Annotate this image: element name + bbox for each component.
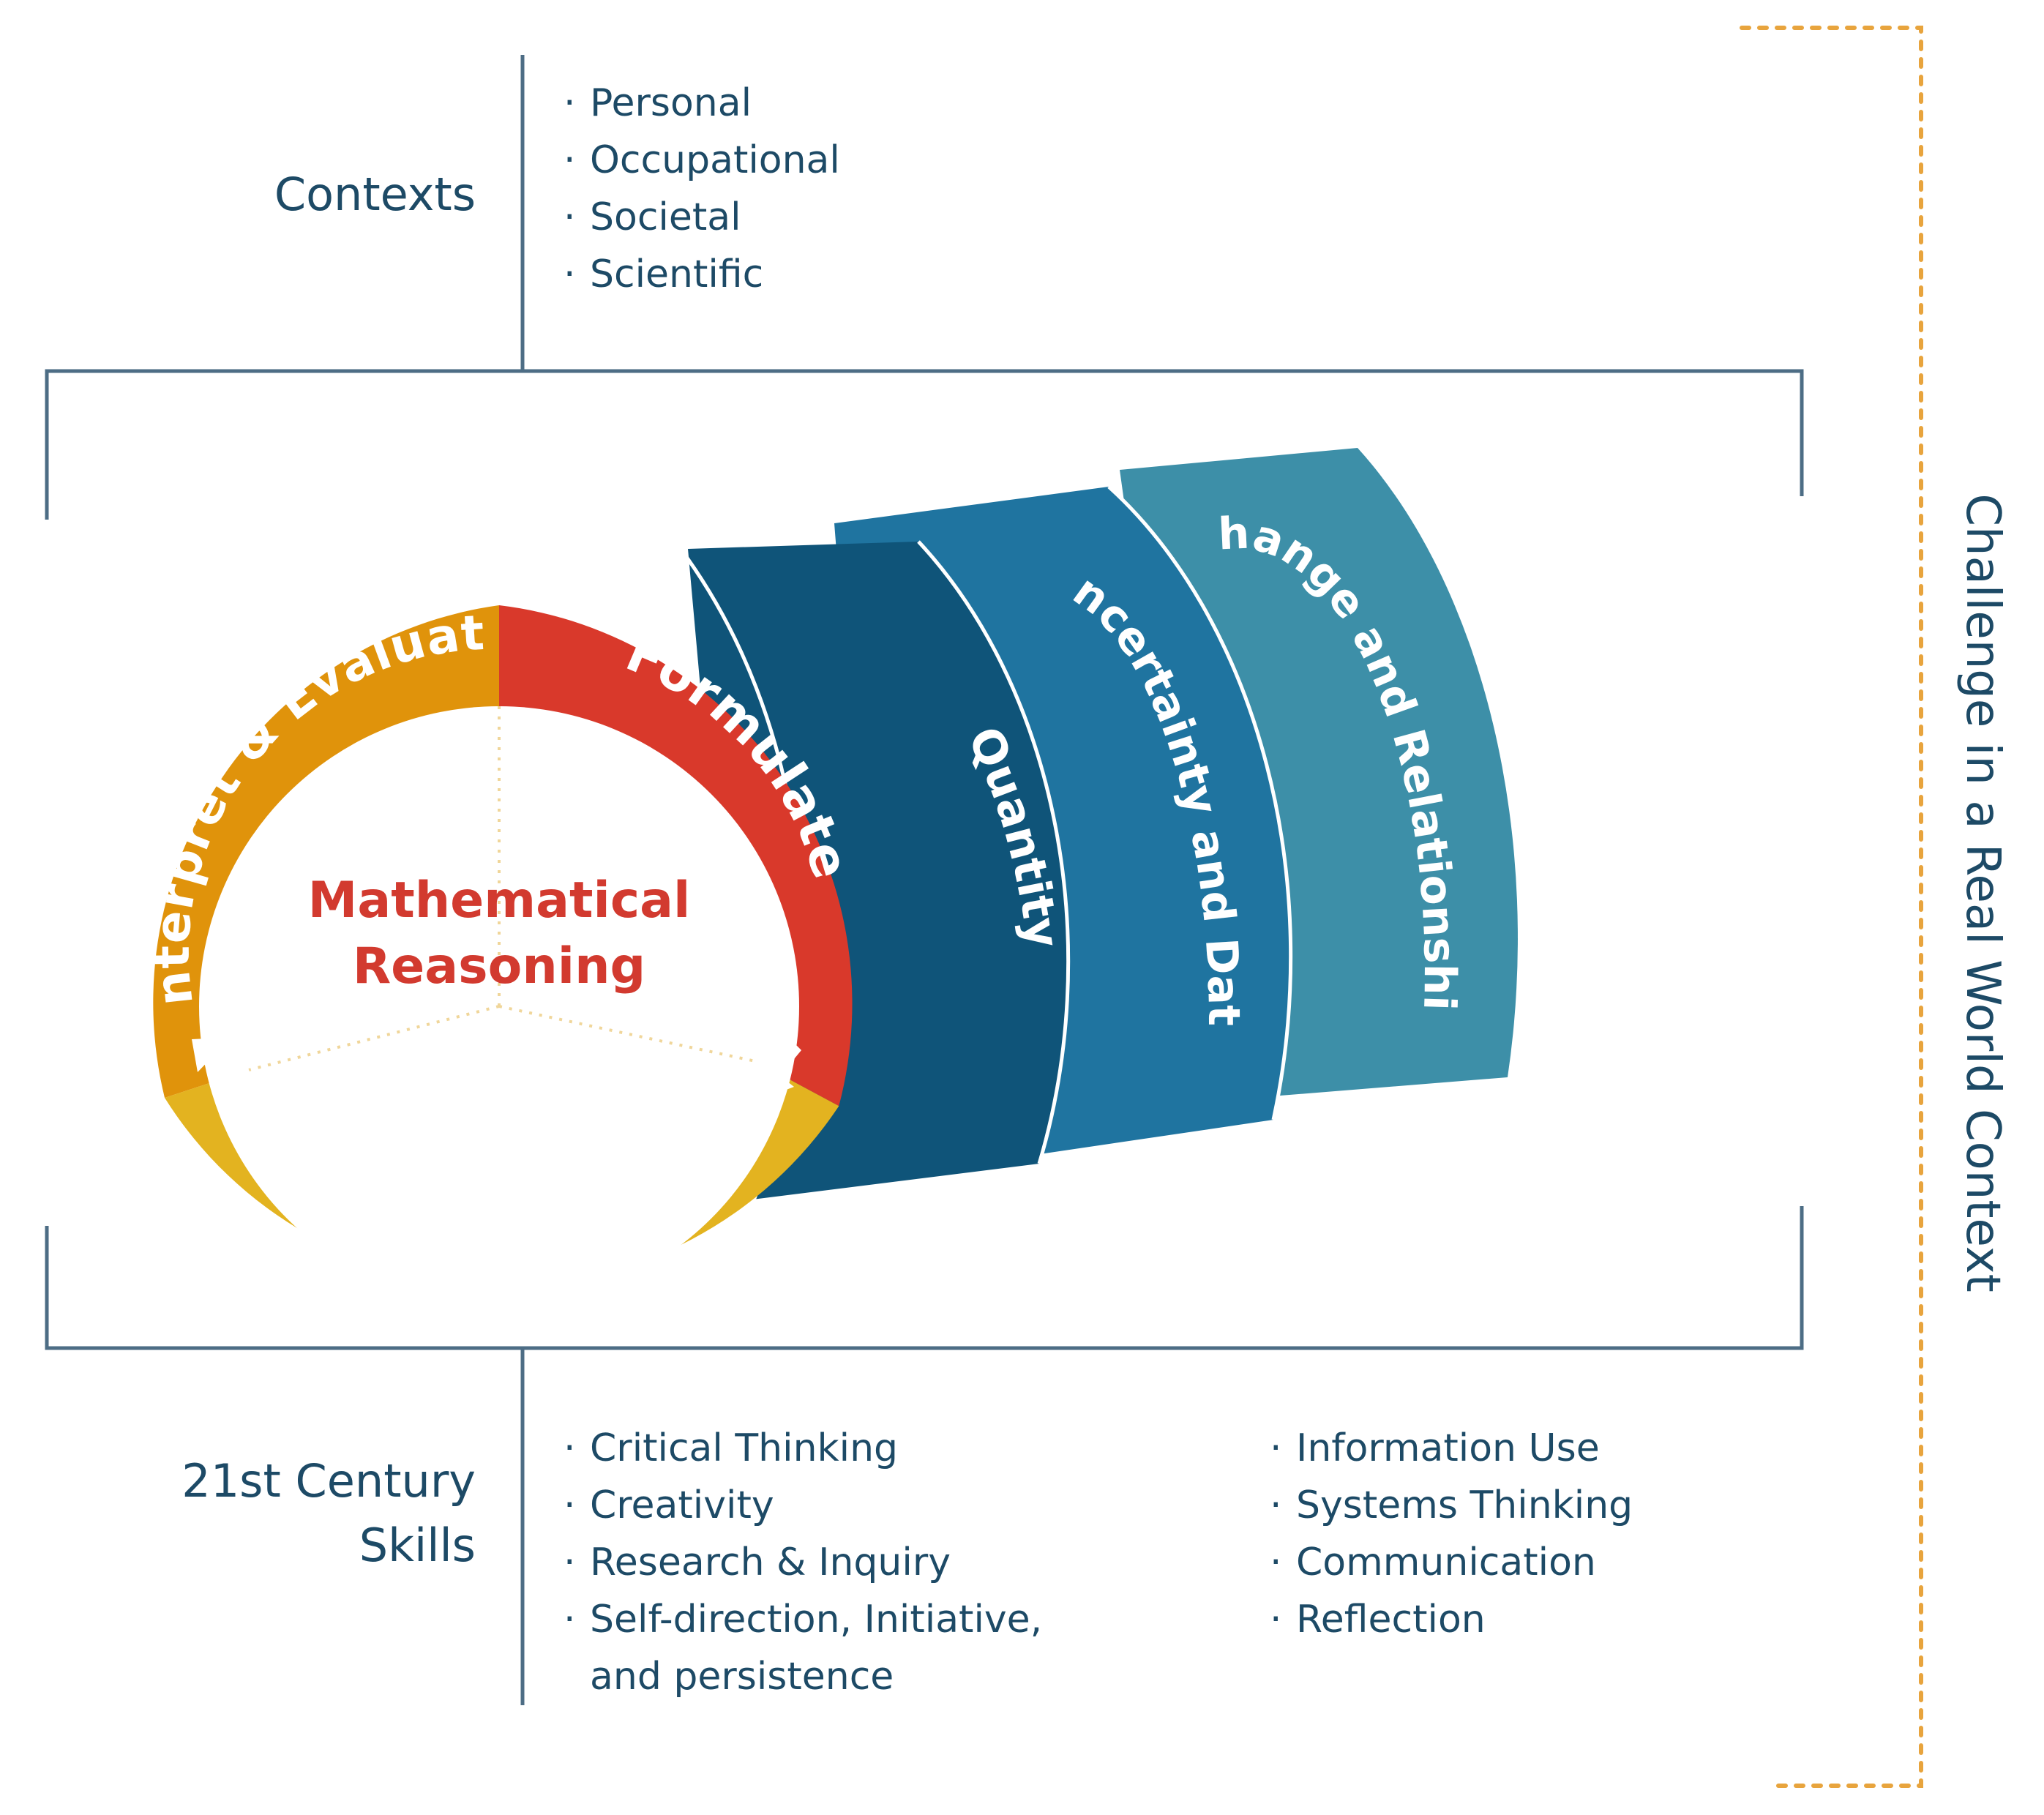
list-item: ·Societal	[564, 195, 741, 239]
arrow-down-left-icon	[765, 1039, 801, 1098]
center-title-line2: Reasoning	[353, 938, 645, 995]
list-item: ·Information Use	[1270, 1426, 1600, 1470]
center-title-line1: Mathematical	[308, 872, 691, 929]
side-label: Challenge in a Real World Context	[1955, 493, 2010, 1292]
list-item: ·Occupational	[564, 138, 840, 182]
center-title: Mathematical Reasoning	[308, 872, 691, 995]
list-item: ·Reflection	[1270, 1598, 1486, 1642]
list-item: ·Personal	[564, 81, 752, 125]
list-item: ·Communication	[1270, 1541, 1596, 1584]
bottom-bracket	[45, 1206, 1804, 1350]
arrow-up-left-icon	[192, 1038, 256, 1101]
list-item: ·Research & Inquiry	[564, 1541, 951, 1584]
list-item: ·Creativity	[564, 1483, 774, 1527]
contexts-title: Contexts	[274, 168, 476, 221]
skills-title: 21st Century Skills	[181, 1454, 476, 1572]
list-item: ·Critical Thinking	[564, 1426, 899, 1470]
skills-list-col1: ·Critical Thinking ·Creativity ·Research…	[564, 1420, 1042, 1705]
center-dotted-spokes	[248, 706, 756, 1071]
list-item: ·Systems Thinking	[1270, 1483, 1633, 1527]
list-item: ·Self-direction, Initiative,	[564, 1598, 1043, 1642]
list-item: ·Scientific	[564, 252, 764, 296]
list-item: and persistence	[590, 1655, 894, 1699]
top-bracket	[45, 369, 1804, 520]
skills-list-col2: ·Information Use ·Systems Thinking ·Comm…	[1270, 1420, 1633, 1648]
frame-lines	[45, 55, 1804, 1705]
contexts-list: ·Personal ·Occupational ·Societal ·Scien…	[564, 75, 840, 303]
process-ring	[153, 605, 853, 1306]
dotted-bracket	[1740, 26, 1923, 1788]
